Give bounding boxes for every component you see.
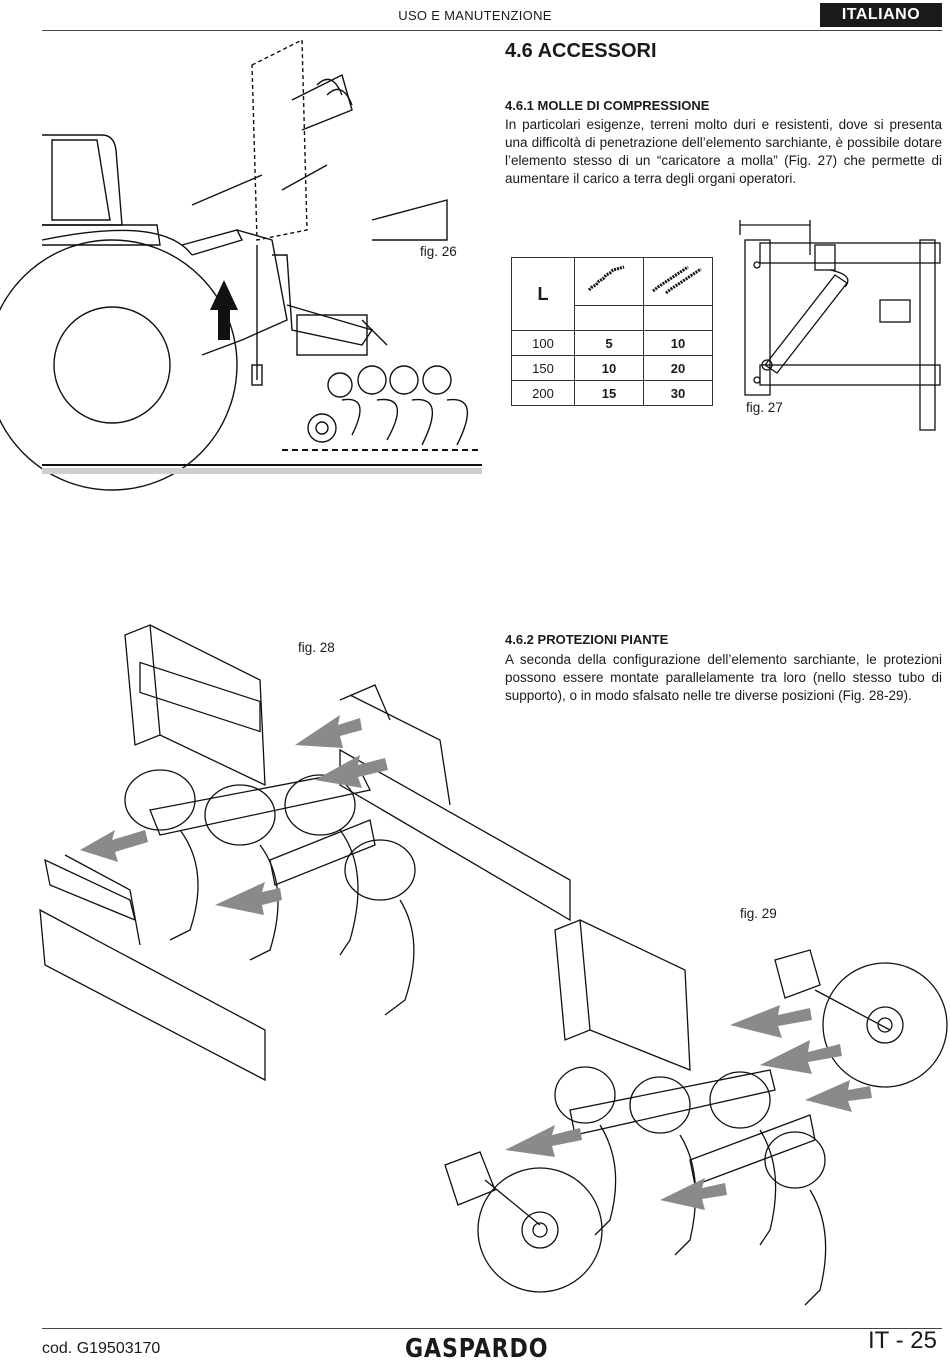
compression-springs-text: In particolari esigenze, terreni molto d…: [505, 117, 942, 186]
fig27-caption: fig. 27: [746, 400, 783, 415]
spring-length: 150: [511, 355, 575, 381]
plant-guards-text: A seconda della configurazione dell’elem…: [505, 652, 942, 703]
double-spring-value: 30: [643, 380, 713, 406]
fig26-caption: fig. 26: [420, 244, 457, 259]
spring-length: 100: [511, 330, 575, 356]
plant-guards-title: 4.6.2 PROTEZIONI PIANTE: [505, 632, 669, 647]
section-title: 4.6 ACCESSORI: [505, 40, 657, 62]
spring-table-row: 150 10 20: [511, 355, 713, 381]
fig29-caption: fig. 29: [740, 906, 777, 921]
single-spring-icon: [574, 257, 644, 306]
brand-logo: GASPARDO: [405, 1334, 549, 1364]
spring-length: 200: [511, 380, 575, 406]
double-spring-icon: [643, 257, 713, 306]
footer-divider: [42, 1328, 942, 1329]
fig28-illustration: [39, 624, 571, 1082]
document-code: cod. G19503170: [42, 1340, 161, 1357]
spring-table-row: 100 5 10: [511, 330, 713, 356]
compression-springs-title: 4.6.1 MOLLE DI COMPRESSIONE: [505, 98, 710, 113]
header-divider: [42, 30, 942, 31]
running-header: USO E MANUTENZIONE: [398, 8, 552, 23]
fig29-illustration: [444, 919, 948, 1306]
fig27-illustration: [739, 220, 941, 431]
single-spring-value: 15: [574, 380, 644, 406]
spring-table-header: L: [511, 257, 575, 331]
fig28-caption: fig. 28: [298, 640, 335, 655]
double-spring-value: 20: [643, 355, 713, 381]
spring-table-row: 200 15 30: [511, 380, 713, 406]
double-spring-value: 10: [643, 330, 713, 356]
spring-table: L 100 5 10 150 10 20 200 15 30: [511, 257, 713, 406]
fig26-illustration: [0, 38, 482, 491]
single-spring-value: 5: [574, 330, 644, 356]
page-number: IT - 25: [868, 1327, 937, 1354]
language-badge: ITALIANO: [820, 3, 942, 27]
single-spring-value: 10: [574, 355, 644, 381]
